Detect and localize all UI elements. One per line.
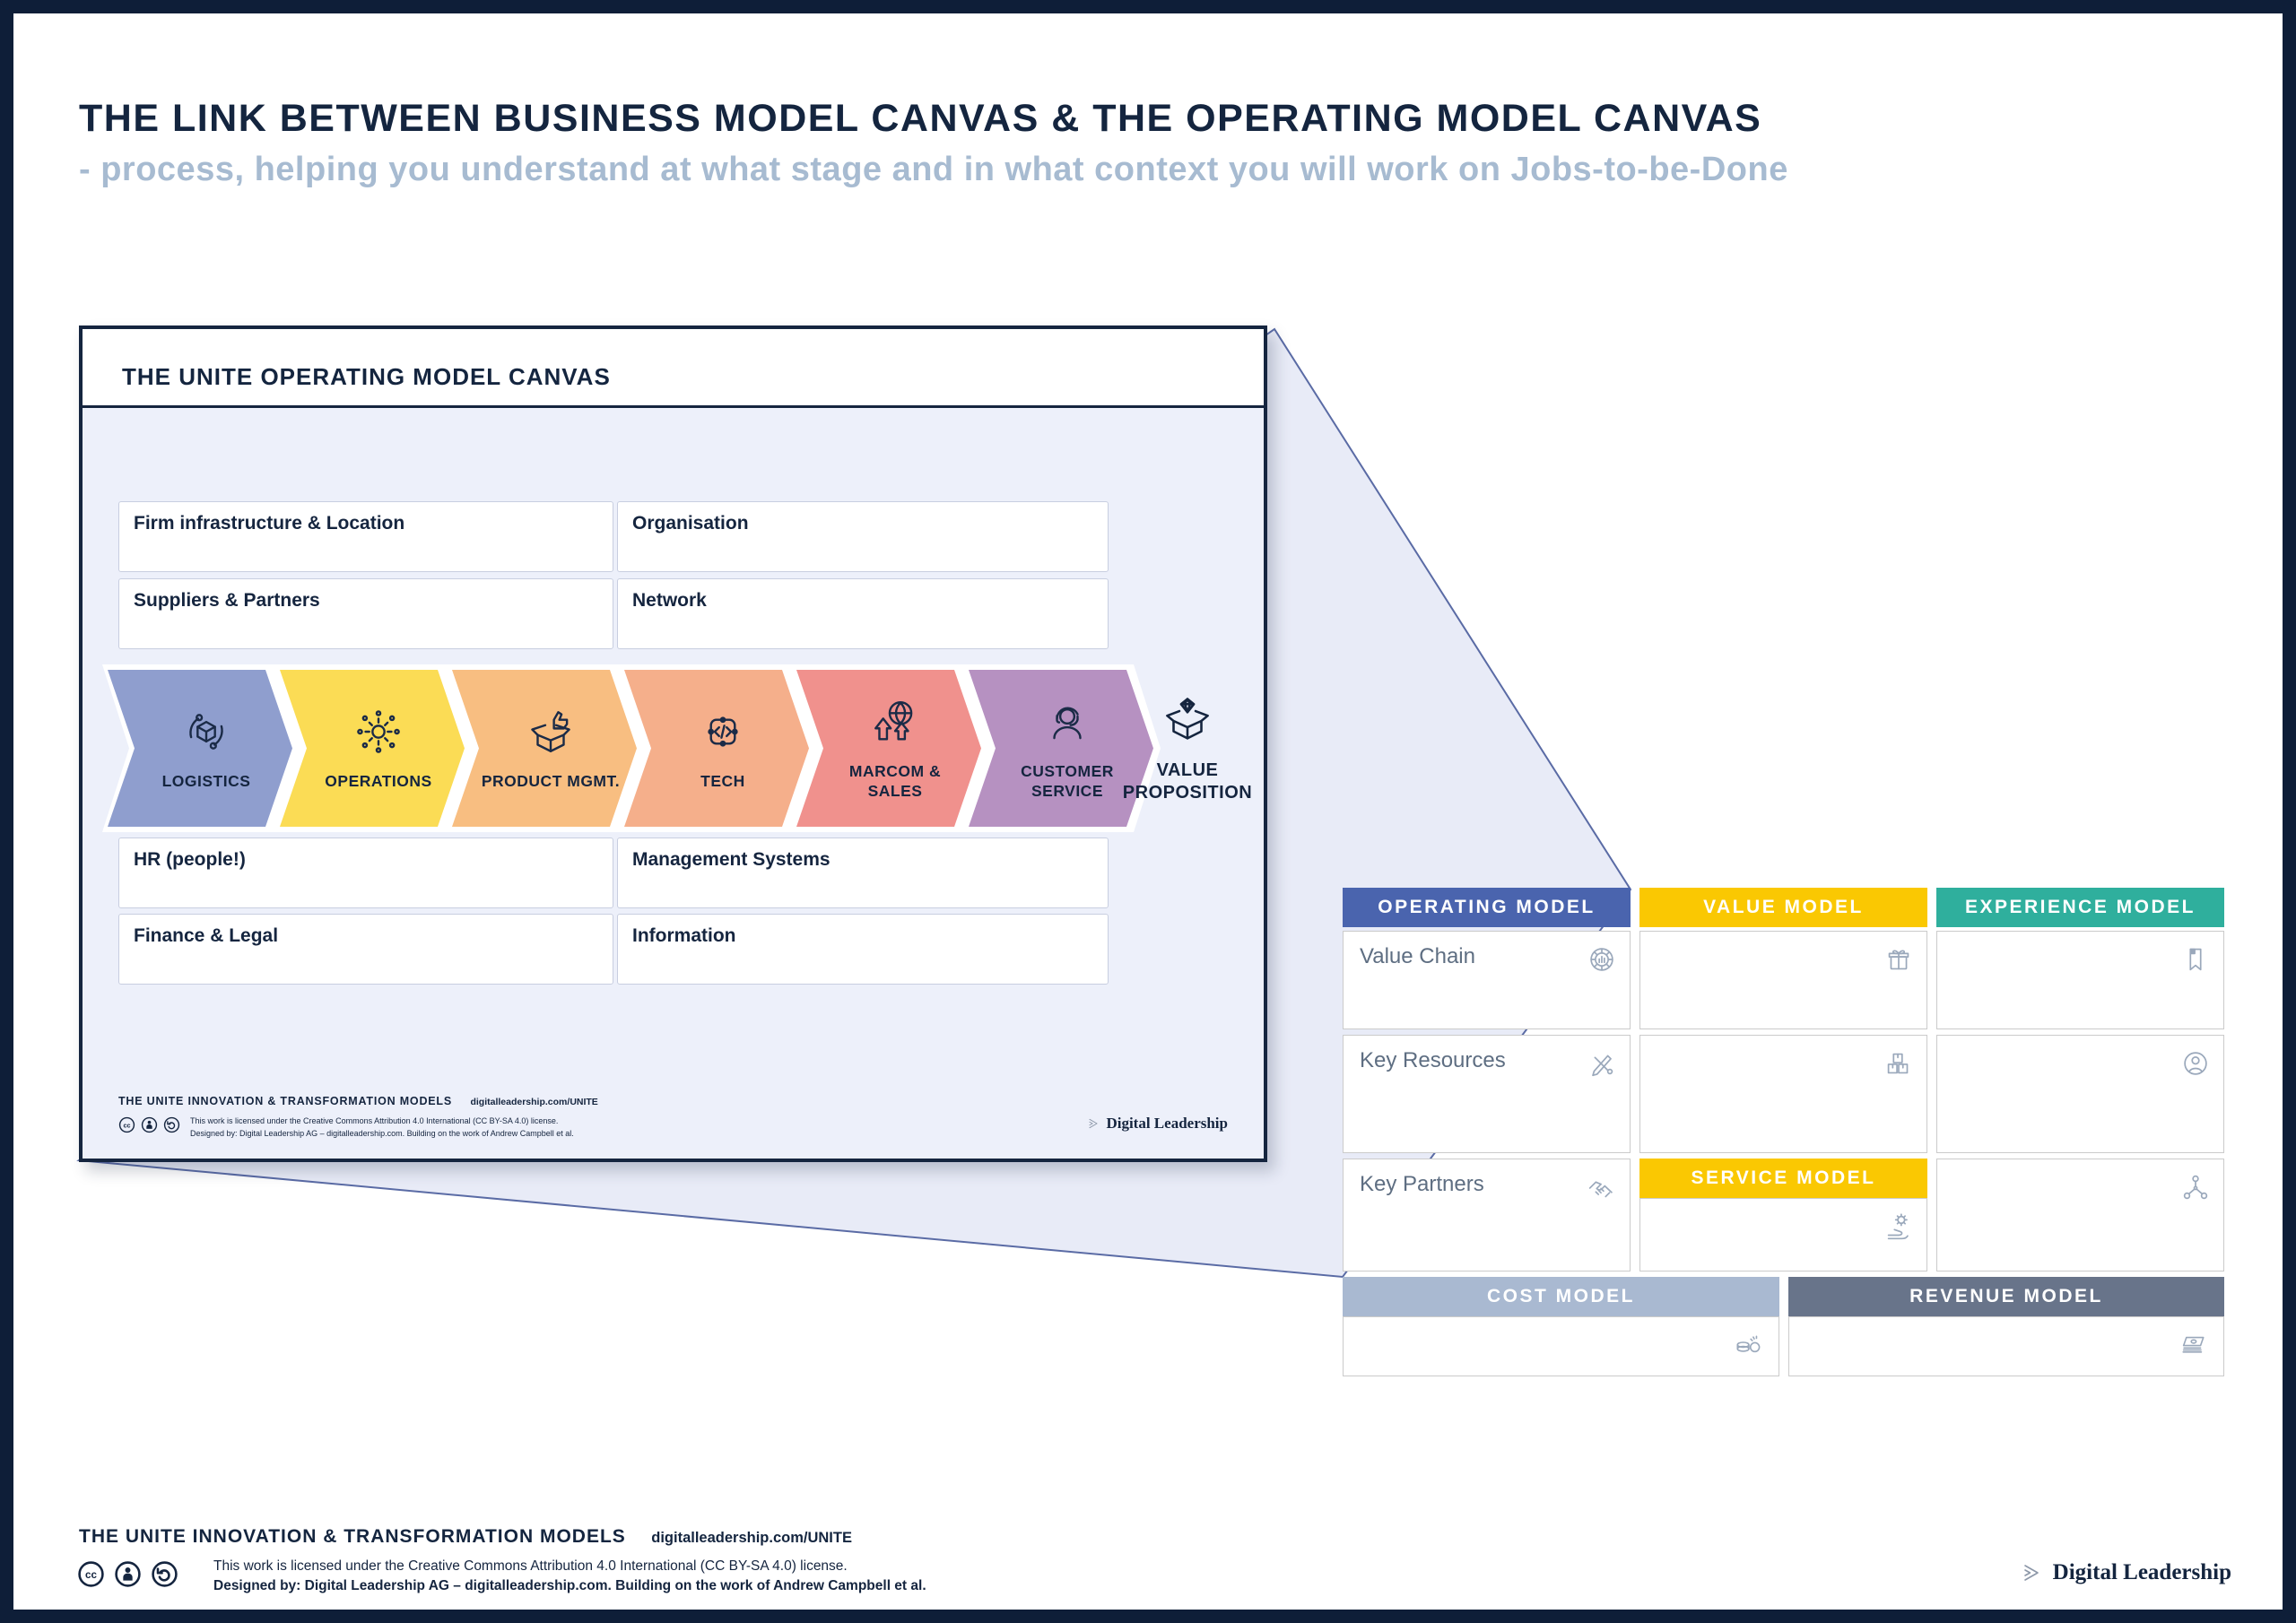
canvas-header: THE UNITE OPERATING MODEL CANVAS xyxy=(83,329,1264,408)
cell-value-model-2 xyxy=(1639,1035,1927,1153)
footer-models-link[interactable]: digitalleadership.com/UNITE xyxy=(651,1530,852,1546)
header-service-model: SERVICE MODEL xyxy=(1639,1159,1927,1198)
box-hr: HR (people!) xyxy=(118,838,613,908)
page-title: THE LINK BETWEEN BUSINESS MODEL CANVAS &… xyxy=(79,97,1762,140)
handshake-icon xyxy=(1588,1181,1613,1198)
page-subtitle: - process, helping you understand at wha… xyxy=(79,151,1788,188)
header-revenue-model: REVENUE MODEL xyxy=(1788,1277,2224,1316)
header-experience-model: EXPERIENCE MODEL xyxy=(1936,888,2224,927)
canvas-title: THE UNITE OPERATING MODEL CANVAS xyxy=(122,363,611,390)
cc-license-icons: cc xyxy=(118,1116,180,1133)
footer-license-text: This work is licensed under the Creative… xyxy=(213,1557,926,1597)
product-mgmt-icon xyxy=(531,710,570,752)
footer-models-title: THE UNITE INNOVATION & TRANSFORMATION MO… xyxy=(79,1526,626,1547)
cell-service-model xyxy=(1639,1198,1927,1271)
cell-experience-model xyxy=(1936,931,2224,1029)
footer-cc-license-icons: cc xyxy=(77,1560,178,1588)
cc-by-icon xyxy=(141,1116,158,1133)
operations-icon xyxy=(357,709,400,753)
chevron-label: PRODUCT MGMT. xyxy=(481,771,621,790)
chevron-logistics: LOGISTICS xyxy=(108,670,292,827)
coins-icon xyxy=(1736,1335,1761,1353)
banknotes-icon xyxy=(2182,1336,2205,1353)
cc-icon: cc xyxy=(118,1116,135,1133)
cell-label: Key Partners xyxy=(1360,1172,1484,1196)
footer-models-title-row: THE UNITE INNOVATION & TRANSFORMATION MO… xyxy=(79,1526,852,1548)
box-network: Network xyxy=(617,578,1109,649)
svg-text:cc: cc xyxy=(124,1122,131,1129)
cell-experience-model-2 xyxy=(1936,1035,2224,1153)
user-icon xyxy=(2184,1052,2207,1075)
license-line-2: Designed by: Digital Leadership AG – dig… xyxy=(190,1128,574,1138)
box-management-systems: Management Systems xyxy=(617,838,1109,908)
license-line-1: This work is licensed under the Creative… xyxy=(190,1116,559,1125)
chevron-marcom-sales: MARCOM & SALES xyxy=(796,670,981,827)
value-proposition-label: VALUE PROPOSITION xyxy=(1122,759,1253,803)
chevron-label: MARCOM & SALES xyxy=(848,761,942,800)
header-value-model: VALUE MODEL xyxy=(1639,888,1927,927)
marcom-sales-icon xyxy=(874,700,913,741)
box-finance-legal: Finance & Legal xyxy=(118,914,613,985)
cell-label: Key Resources xyxy=(1360,1048,1506,1072)
canvas-brand-logo: Digital Leadership xyxy=(1087,1115,1228,1133)
logistics-icon xyxy=(189,713,223,750)
box-organisation: Organisation xyxy=(617,501,1109,572)
svg-text:cc: cc xyxy=(85,1569,97,1581)
chevron-label: TECH xyxy=(700,771,745,790)
packages-icon xyxy=(1887,1053,1909,1074)
cell-cost-model xyxy=(1343,1316,1779,1376)
header-operating-model: OPERATING MODEL xyxy=(1343,888,1631,927)
canvas-footer: THE UNITE INNOVATION & TRANSFORMATION MO… xyxy=(118,1093,1228,1150)
chevron-operations: OPERATIONS xyxy=(280,670,465,827)
value-chain-icon xyxy=(1590,948,1613,971)
cell-experience-model-3 xyxy=(1936,1159,2224,1271)
chevron-label: LOGISTICS xyxy=(161,771,251,790)
canvas-footer-link[interactable]: digitalleadership.com/UNITE xyxy=(470,1097,598,1107)
value-proposition: VALUE PROPOSITION xyxy=(1110,670,1265,827)
cell-value-chain: Value Chain xyxy=(1343,931,1631,1029)
brand-wordmark: Digital Leadership xyxy=(2052,1560,2231,1584)
chevron-label: CUSTOMER SERVICE xyxy=(1021,761,1114,800)
header-cost-model: COST MODEL xyxy=(1343,1277,1779,1316)
value-chain-chevron-band: LOGISTICS OPERATIONS PRODUCT MGMT. xyxy=(102,664,1161,832)
brand-chevron-icon xyxy=(1089,1118,1099,1129)
box-firm-infrastructure: Firm infrastructure & Location xyxy=(118,501,613,572)
value-proposition-icon xyxy=(1166,697,1209,740)
canvas-footer-title: THE UNITE INNOVATION & TRANSFORMATION MO… xyxy=(118,1095,452,1107)
box-suppliers-partners: Suppliers & Partners xyxy=(118,578,613,649)
cc-by-icon xyxy=(115,1561,141,1587)
license-line-2: Designed by: Digital Leadership AG – dig… xyxy=(213,1578,926,1594)
key-resources-icon xyxy=(1592,1055,1613,1077)
bookmark-icon xyxy=(2189,948,2202,971)
license-line-1: This work is licensed under the Creative… xyxy=(213,1558,848,1574)
chevron-label: OPERATIONS xyxy=(325,771,432,790)
business-model-canvas: OPERATING MODEL VALUE MODEL EXPERIENCE M… xyxy=(1343,888,2224,1376)
brand-chevron-icon xyxy=(2023,1565,2039,1581)
box-information: Information xyxy=(617,914,1109,985)
tech-icon xyxy=(708,716,738,747)
cell-label: Value Chain xyxy=(1360,944,1475,968)
chevron-product-mgmt: PRODUCT MGMT. xyxy=(452,670,637,827)
chevron-tech: TECH xyxy=(624,670,809,827)
network-icon xyxy=(2183,1175,2208,1200)
chevron-customer-service: CUSTOMER SERVICE xyxy=(969,670,1153,827)
hand-gear-icon xyxy=(1887,1213,1909,1240)
cell-value-model xyxy=(1639,931,1927,1029)
customer-service-icon xyxy=(1053,707,1082,739)
cc-sa-icon xyxy=(152,1561,178,1587)
cell-revenue-model xyxy=(1788,1316,2224,1376)
cc-sa-icon xyxy=(163,1116,180,1133)
operating-model-canvas: THE UNITE OPERATING MODEL CANVAS Firm in… xyxy=(79,325,1267,1162)
gift-icon xyxy=(1888,950,1909,970)
cc-icon: cc xyxy=(78,1561,104,1587)
cell-key-partners: Key Partners xyxy=(1343,1159,1631,1271)
footer-brand-logo: Digital Leadership xyxy=(2021,1560,2231,1585)
canvas-license-text: This work is licensed under the Creative… xyxy=(190,1115,574,1140)
cell-key-resources: Key Resources xyxy=(1343,1035,1631,1153)
brand-wordmark: Digital Leadership xyxy=(1106,1115,1228,1132)
